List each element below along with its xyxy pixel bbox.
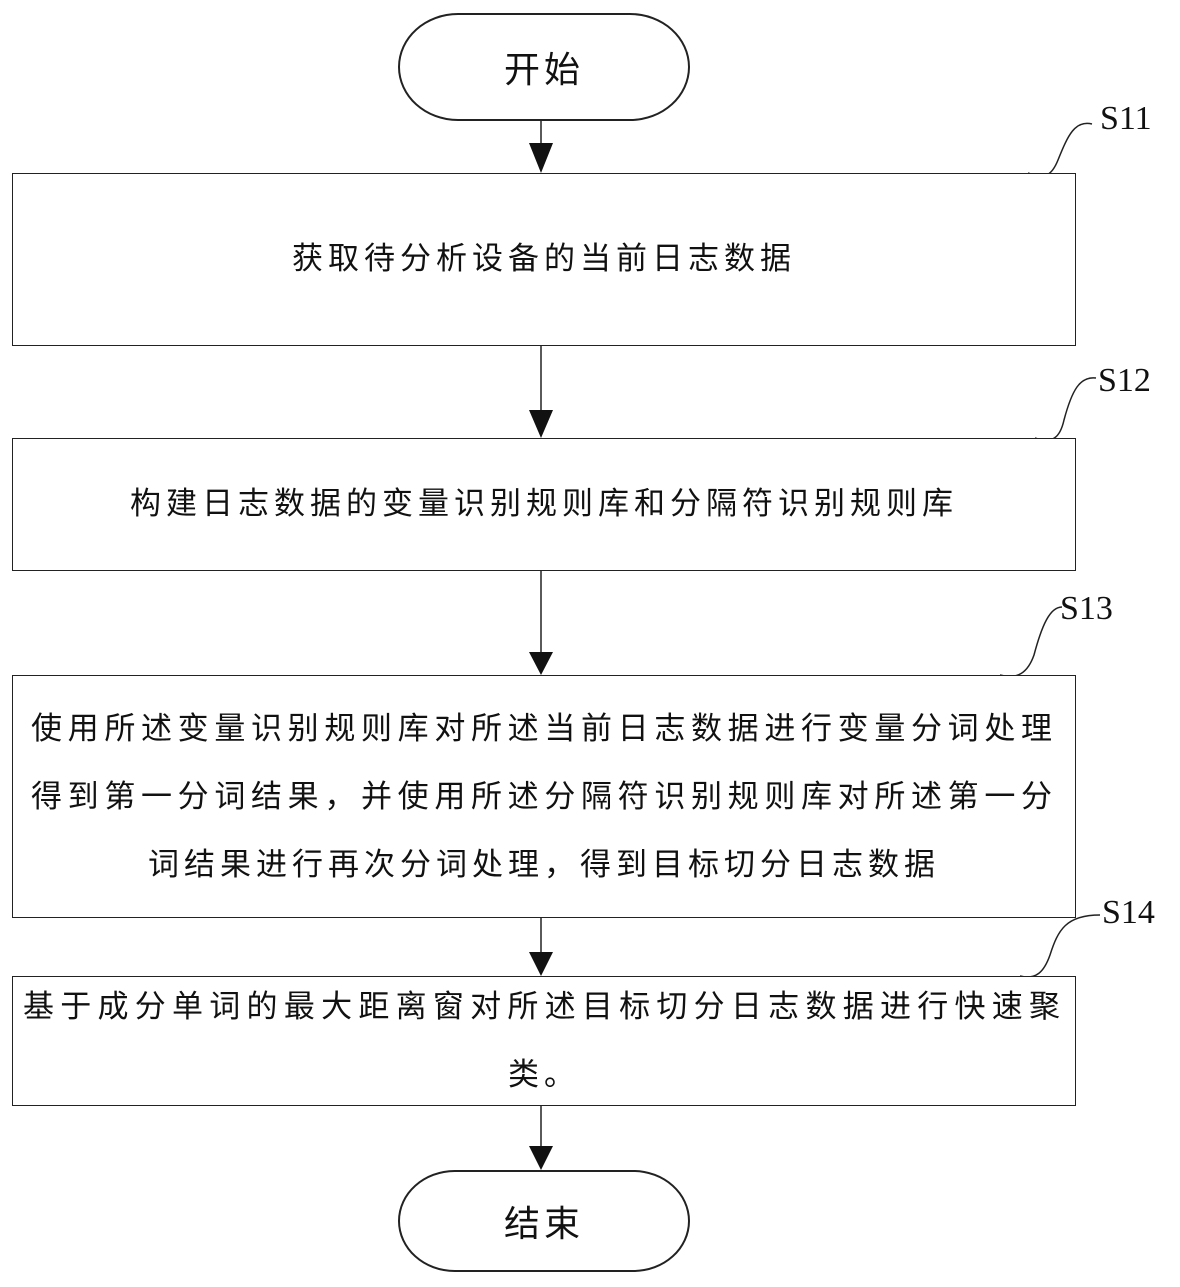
end-label: 结束 [503,1204,584,1245]
arrow-s14-to-end [529,1105,553,1170]
step-box-s14: 基于成分单词的最大距离窗对所述目标切分日志数据进行快速聚类。 [12,976,1076,1106]
step-box-s12: 构建日志数据的变量识别规则库和分隔符识别规则库 [12,438,1076,571]
leader-line-s13 [999,606,1063,678]
step-text-s12: 构建日志数据的变量识别规则库和分隔符识别规则库 [130,486,958,522]
leader-line-s11 [1027,122,1093,177]
arrow-s13-to-s14 [529,917,553,976]
step-id-s11: S11 [1100,100,1152,137]
step-text-s11: 获取待分析设备的当前日志数据 [292,241,796,277]
step-box-s11: 获取待分析设备的当前日志数据 [12,173,1076,346]
step-box-s13: 使用所述变量识别规则库对所述当前日志数据进行变量分词处理得到第一分词结果，并使用… [12,675,1076,918]
arrow-start-to-s11 [529,120,553,173]
start-terminal: 开始 [398,13,690,121]
step-id-s12: S12 [1098,362,1151,399]
arrow-s11-to-s12 [529,345,553,438]
start-label: 开始 [503,50,584,91]
leader-line-s14 [1019,914,1101,978]
arrow-s12-to-s13 [529,570,553,675]
end-terminal: 结束 [398,1170,690,1272]
step-id-s13: S13 [1060,590,1113,627]
step-text-s13: 使用所述变量识别规则库对所述当前日志数据进行变量分词处理得到第一分词结果，并使用… [31,710,1057,883]
leader-line-s12 [1034,377,1097,441]
step-id-s14: S14 [1102,894,1155,931]
step-text-s14: 基于成分单词的最大距离窗对所述目标切分日志数据进行快速聚类。 [23,989,1065,1093]
